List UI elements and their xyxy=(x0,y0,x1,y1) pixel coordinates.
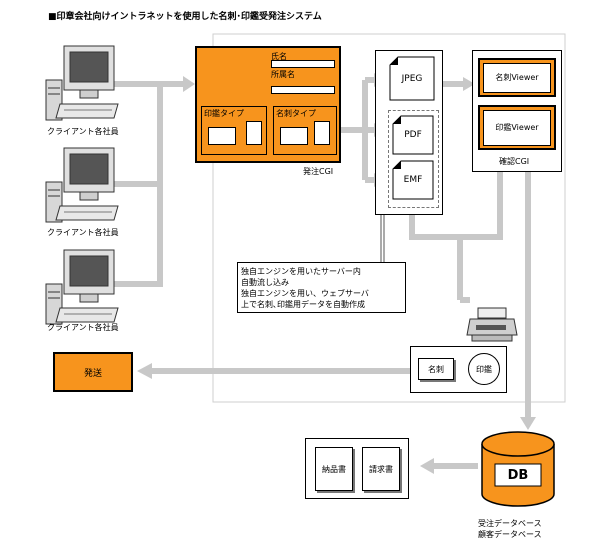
field-dept-label: 所属名 xyxy=(271,70,295,79)
inkan-type-panel: 印鑑タイプ xyxy=(201,106,267,155)
diagram-title: ■印章会社向けイントラネットを使用した名刺･印鑑受発注システム xyxy=(48,12,322,22)
meishi-viewer-label: 名刺Viewer xyxy=(483,62,551,93)
db-caption-customers: 顧客データベース xyxy=(478,530,542,539)
meishi-type-label: 名刺タイプ xyxy=(276,109,316,118)
shipping-box: 発送 xyxy=(53,352,133,392)
note-line: 独自エンジンを用いたサーバー内 xyxy=(241,267,361,276)
emf-file-icon xyxy=(392,160,434,200)
arrow-to-documents xyxy=(420,458,434,474)
inkan-viewer[interactable]: 印鑑Viewer xyxy=(478,105,556,150)
order-cgi-form: 氏名 所属名 印鑑タイプ 名刺タイプ xyxy=(195,46,341,163)
dept-input[interactable] xyxy=(271,86,335,94)
database-icon xyxy=(481,431,555,507)
client-computer-icon xyxy=(45,249,119,325)
order-cgi-caption: 発注CGI xyxy=(303,167,334,176)
note-line: 自動流し込み xyxy=(241,278,289,287)
documents-box: 納品書 請求書 xyxy=(305,438,409,499)
format-emf: EMF xyxy=(403,175,423,185)
client-computer-icon xyxy=(45,147,119,223)
client-label: クライアント各社員 xyxy=(47,228,119,237)
meishi-type-panel: 名刺タイプ xyxy=(273,106,337,155)
pdf-file-icon xyxy=(392,115,434,155)
inkan-type-label: 印鑑タイプ xyxy=(204,109,244,118)
cgi-format-connectors xyxy=(338,77,375,183)
name-input[interactable] xyxy=(271,60,335,68)
db-caption-orders: 受注データベース xyxy=(478,519,542,528)
client-label: クライアント各社員 xyxy=(47,127,119,136)
jpeg-file-icon xyxy=(389,56,435,101)
arrow-to-cgi xyxy=(183,76,195,92)
client-label: クライアント各社員 xyxy=(47,323,119,332)
meishi-viewer[interactable]: 名刺Viewer xyxy=(478,58,556,97)
meishi-option[interactable] xyxy=(314,121,330,145)
meishi-product: 名刺 xyxy=(418,358,454,380)
field-name-label: 氏名 xyxy=(271,52,287,61)
invoice: 請求書 xyxy=(362,447,400,491)
engine-note: 独自エンジンを用いたサーバー内 自動流し込み 独自エンジンを用い、ウェブサーバ … xyxy=(237,262,406,313)
client-computer-icon xyxy=(45,45,119,121)
inkan-viewer-label: 印鑑Viewer xyxy=(483,109,551,146)
note-line: 上で名刺､印鑑用データを自動作成 xyxy=(241,300,365,309)
meishi-option[interactable] xyxy=(280,127,308,145)
printer-icon xyxy=(466,307,518,342)
client-connectors xyxy=(114,81,185,287)
format-pdf: PDF xyxy=(404,130,422,140)
format-dashed-group xyxy=(388,110,439,208)
inkan-product: 印鑑 xyxy=(468,353,500,385)
arrow-to-viewer xyxy=(463,77,475,91)
delivery-slip: 納品書 xyxy=(315,447,353,491)
inkan-option[interactable] xyxy=(246,121,262,145)
note-line: 独自エンジンを用い、ウェブサーバ xyxy=(241,289,369,298)
db-label: DB xyxy=(507,467,529,483)
server-frame xyxy=(212,33,566,403)
arrow-to-db xyxy=(520,417,536,430)
format-jpeg: JPEG xyxy=(401,73,423,84)
products-box: 名刺 印鑑 xyxy=(410,346,507,393)
confirm-cgi-caption: 確認CGI xyxy=(499,157,530,166)
inkan-option[interactable] xyxy=(208,127,236,145)
arrow-to-shipping xyxy=(137,363,152,379)
